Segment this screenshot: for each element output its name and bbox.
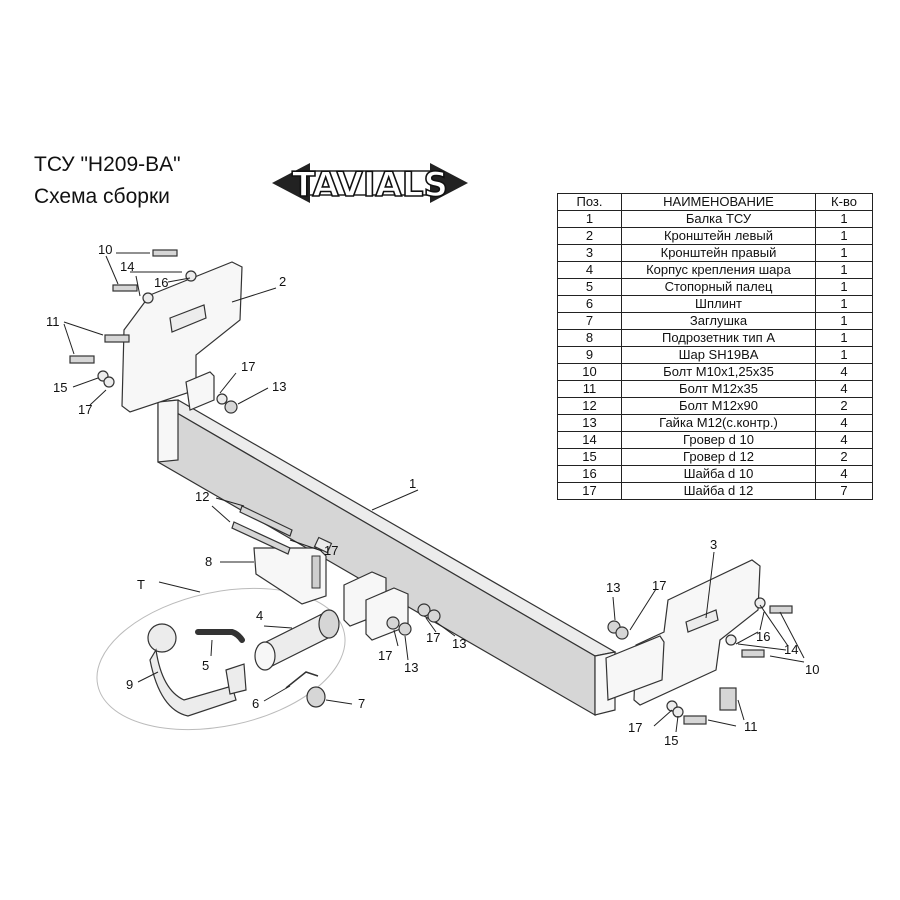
- callout-17: 17: [241, 359, 255, 374]
- callout-13: 13: [606, 580, 620, 595]
- callout-4: 4: [256, 608, 263, 623]
- callout-15: 15: [664, 733, 678, 748]
- callout-17: 17: [628, 720, 642, 735]
- part-quantity: 7: [815, 482, 873, 500]
- callout-2: 2: [279, 274, 286, 289]
- logo-text: TAVIALS: [292, 165, 448, 205]
- callout-t: T: [137, 577, 145, 592]
- fasteners-right: [607, 597, 793, 725]
- part-name: Шайба d 12: [621, 482, 816, 500]
- leader-lines: [63, 252, 805, 733]
- part-name: Подрозетник тип А: [621, 329, 816, 347]
- column-header: НАИМЕНОВАНИЕ: [621, 193, 816, 211]
- bolts-m12x90: [231, 505, 333, 555]
- part-position: 14: [557, 431, 622, 449]
- fasteners-center: [386, 603, 441, 636]
- callout-10: 10: [98, 242, 112, 257]
- callout-15: 15: [53, 380, 67, 395]
- locking-pin: [195, 629, 245, 643]
- callout-11: 11: [46, 314, 60, 329]
- callout-8: 8: [205, 554, 212, 569]
- callout-17: 17: [78, 402, 92, 417]
- part-name: Шайба d 10: [621, 465, 816, 483]
- callout-14: 14: [120, 259, 134, 274]
- tavials-logo: TAVIALS: [272, 163, 468, 206]
- callout-17: 17: [378, 648, 392, 663]
- part-name: Шар SH19BA: [621, 346, 816, 364]
- callout-13: 13: [452, 636, 466, 651]
- callout-3: 3: [710, 537, 717, 552]
- part-name: Кронштейн левый: [621, 227, 816, 245]
- callout-17: 17: [426, 630, 440, 645]
- part-position: 17: [557, 482, 622, 500]
- callout-17: 17: [652, 578, 666, 593]
- bracket-right: [605, 559, 761, 706]
- table-header-row: Поз. НАИМЕНОВАНИЕ К-во: [557, 193, 873, 211]
- callout-6: 6: [252, 696, 259, 711]
- ball-assembly-outline: [96, 587, 346, 731]
- callout-5: 5: [202, 658, 209, 673]
- callout-13: 13: [404, 660, 418, 675]
- part-position: 15: [557, 448, 622, 466]
- callout-10: 10: [805, 662, 819, 677]
- callout-11: 11: [744, 719, 758, 734]
- callout-9: 9: [126, 677, 133, 692]
- callout-17: 17: [324, 543, 338, 558]
- ball-housing: [254, 609, 340, 671]
- part-name: Болт М10х1,25х35: [621, 363, 816, 381]
- part-name: Стопорный палец: [621, 278, 816, 296]
- beam-tsu: [156, 399, 617, 717]
- callout-13: 13: [272, 379, 286, 394]
- part-name: Кронштейн правый: [621, 244, 816, 262]
- callout-16: 16: [154, 275, 168, 290]
- tow-ball: [147, 623, 247, 717]
- callout-14: 14: [784, 642, 798, 657]
- callout-12: 12: [195, 489, 209, 504]
- bracket-left: [121, 261, 243, 413]
- socket-bracket: [253, 547, 327, 605]
- fasteners-left-top: [69, 249, 238, 414]
- split-pin: [285, 671, 319, 689]
- callout-1: 1: [409, 476, 416, 491]
- cap: [306, 686, 326, 708]
- diagram-title: ТСУ "H209-BA": [34, 153, 181, 176]
- diagram-subtitle: Схема сборки: [34, 185, 170, 208]
- callout-16: 16: [756, 629, 770, 644]
- callout-7: 7: [358, 696, 365, 711]
- part-name: Болт М12х35: [621, 380, 816, 398]
